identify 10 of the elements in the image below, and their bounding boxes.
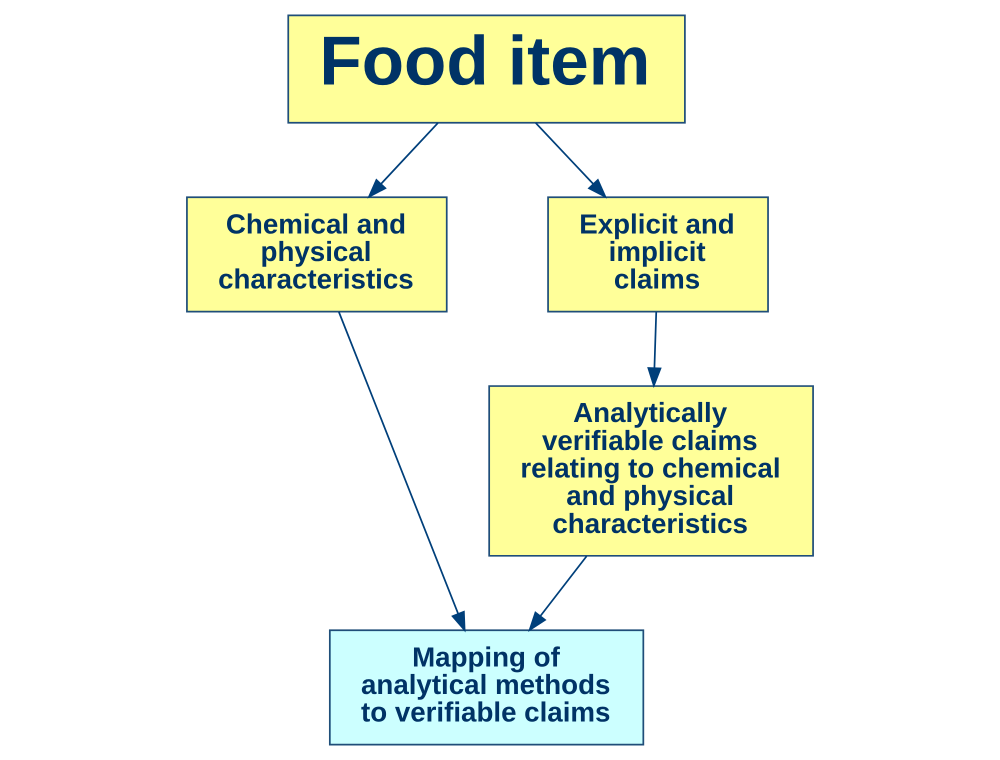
node-box: Analytically verifiable claims relating to chemical and physical characteristics xyxy=(488,385,814,557)
arrow xyxy=(367,122,439,199)
arrow xyxy=(528,556,588,632)
node-box: Chemical and physical characteristics xyxy=(186,196,448,312)
arrow xyxy=(338,312,466,633)
arrow xyxy=(535,122,608,199)
node-box: Food item xyxy=(287,14,686,124)
node-box: Mapping of analytical methods to verifiable claims xyxy=(328,629,644,746)
node-box: Explicit and implicit claims xyxy=(547,196,769,312)
arrow xyxy=(647,312,662,388)
